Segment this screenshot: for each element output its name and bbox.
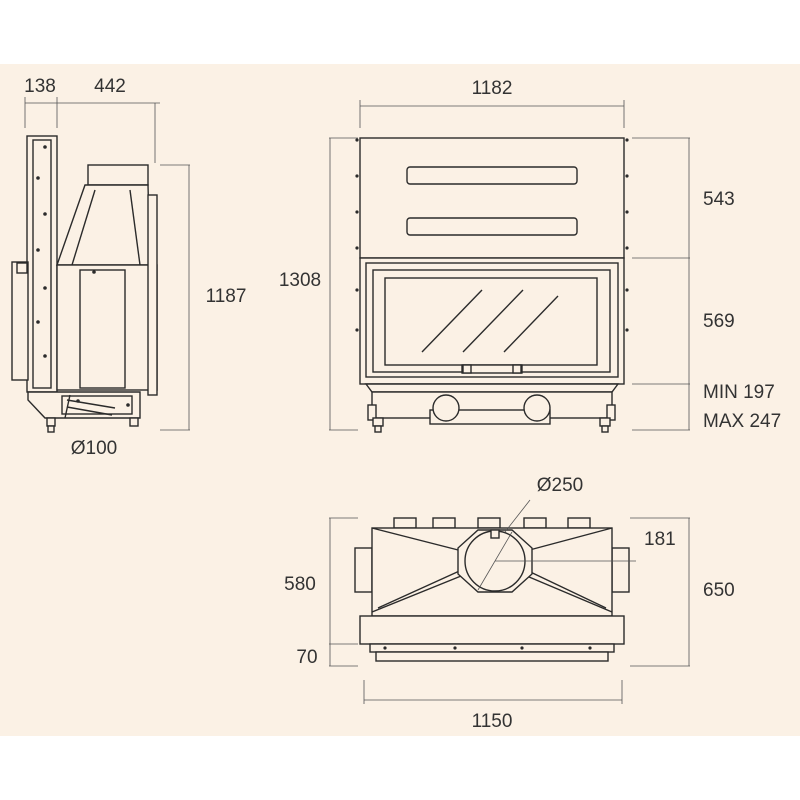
side-height-label: 1187: [206, 286, 247, 307]
front-height-label: 1308: [279, 270, 321, 291]
outlet-offset-label: 181: [644, 529, 676, 550]
top-depth-label: 580: [284, 574, 316, 595]
base-max-label: MAX 247: [703, 411, 781, 432]
top-section-label: 543: [703, 189, 735, 210]
top-view: 580 70 650 1150 Ø250 181: [284, 475, 735, 732]
front-depth-label: 70: [296, 647, 317, 668]
flue-diameter-label: Ø100: [71, 438, 117, 459]
front-width-label: 1182: [472, 78, 513, 99]
base-min-label: MIN 197: [703, 382, 775, 403]
side-width-a-label: 138: [24, 76, 56, 97]
top-width-label: 1150: [472, 711, 513, 732]
door-height-label: 569: [703, 311, 735, 332]
outlet-diameter-label: Ø250: [537, 475, 583, 496]
front-view: 1182 1308 543 569 MIN 197 MAX 247: [279, 78, 781, 433]
side-view: 138 442 1187 Ø100: [11, 76, 247, 459]
side-width-b-label: 442: [94, 76, 126, 97]
total-depth-label: 650: [703, 580, 735, 601]
